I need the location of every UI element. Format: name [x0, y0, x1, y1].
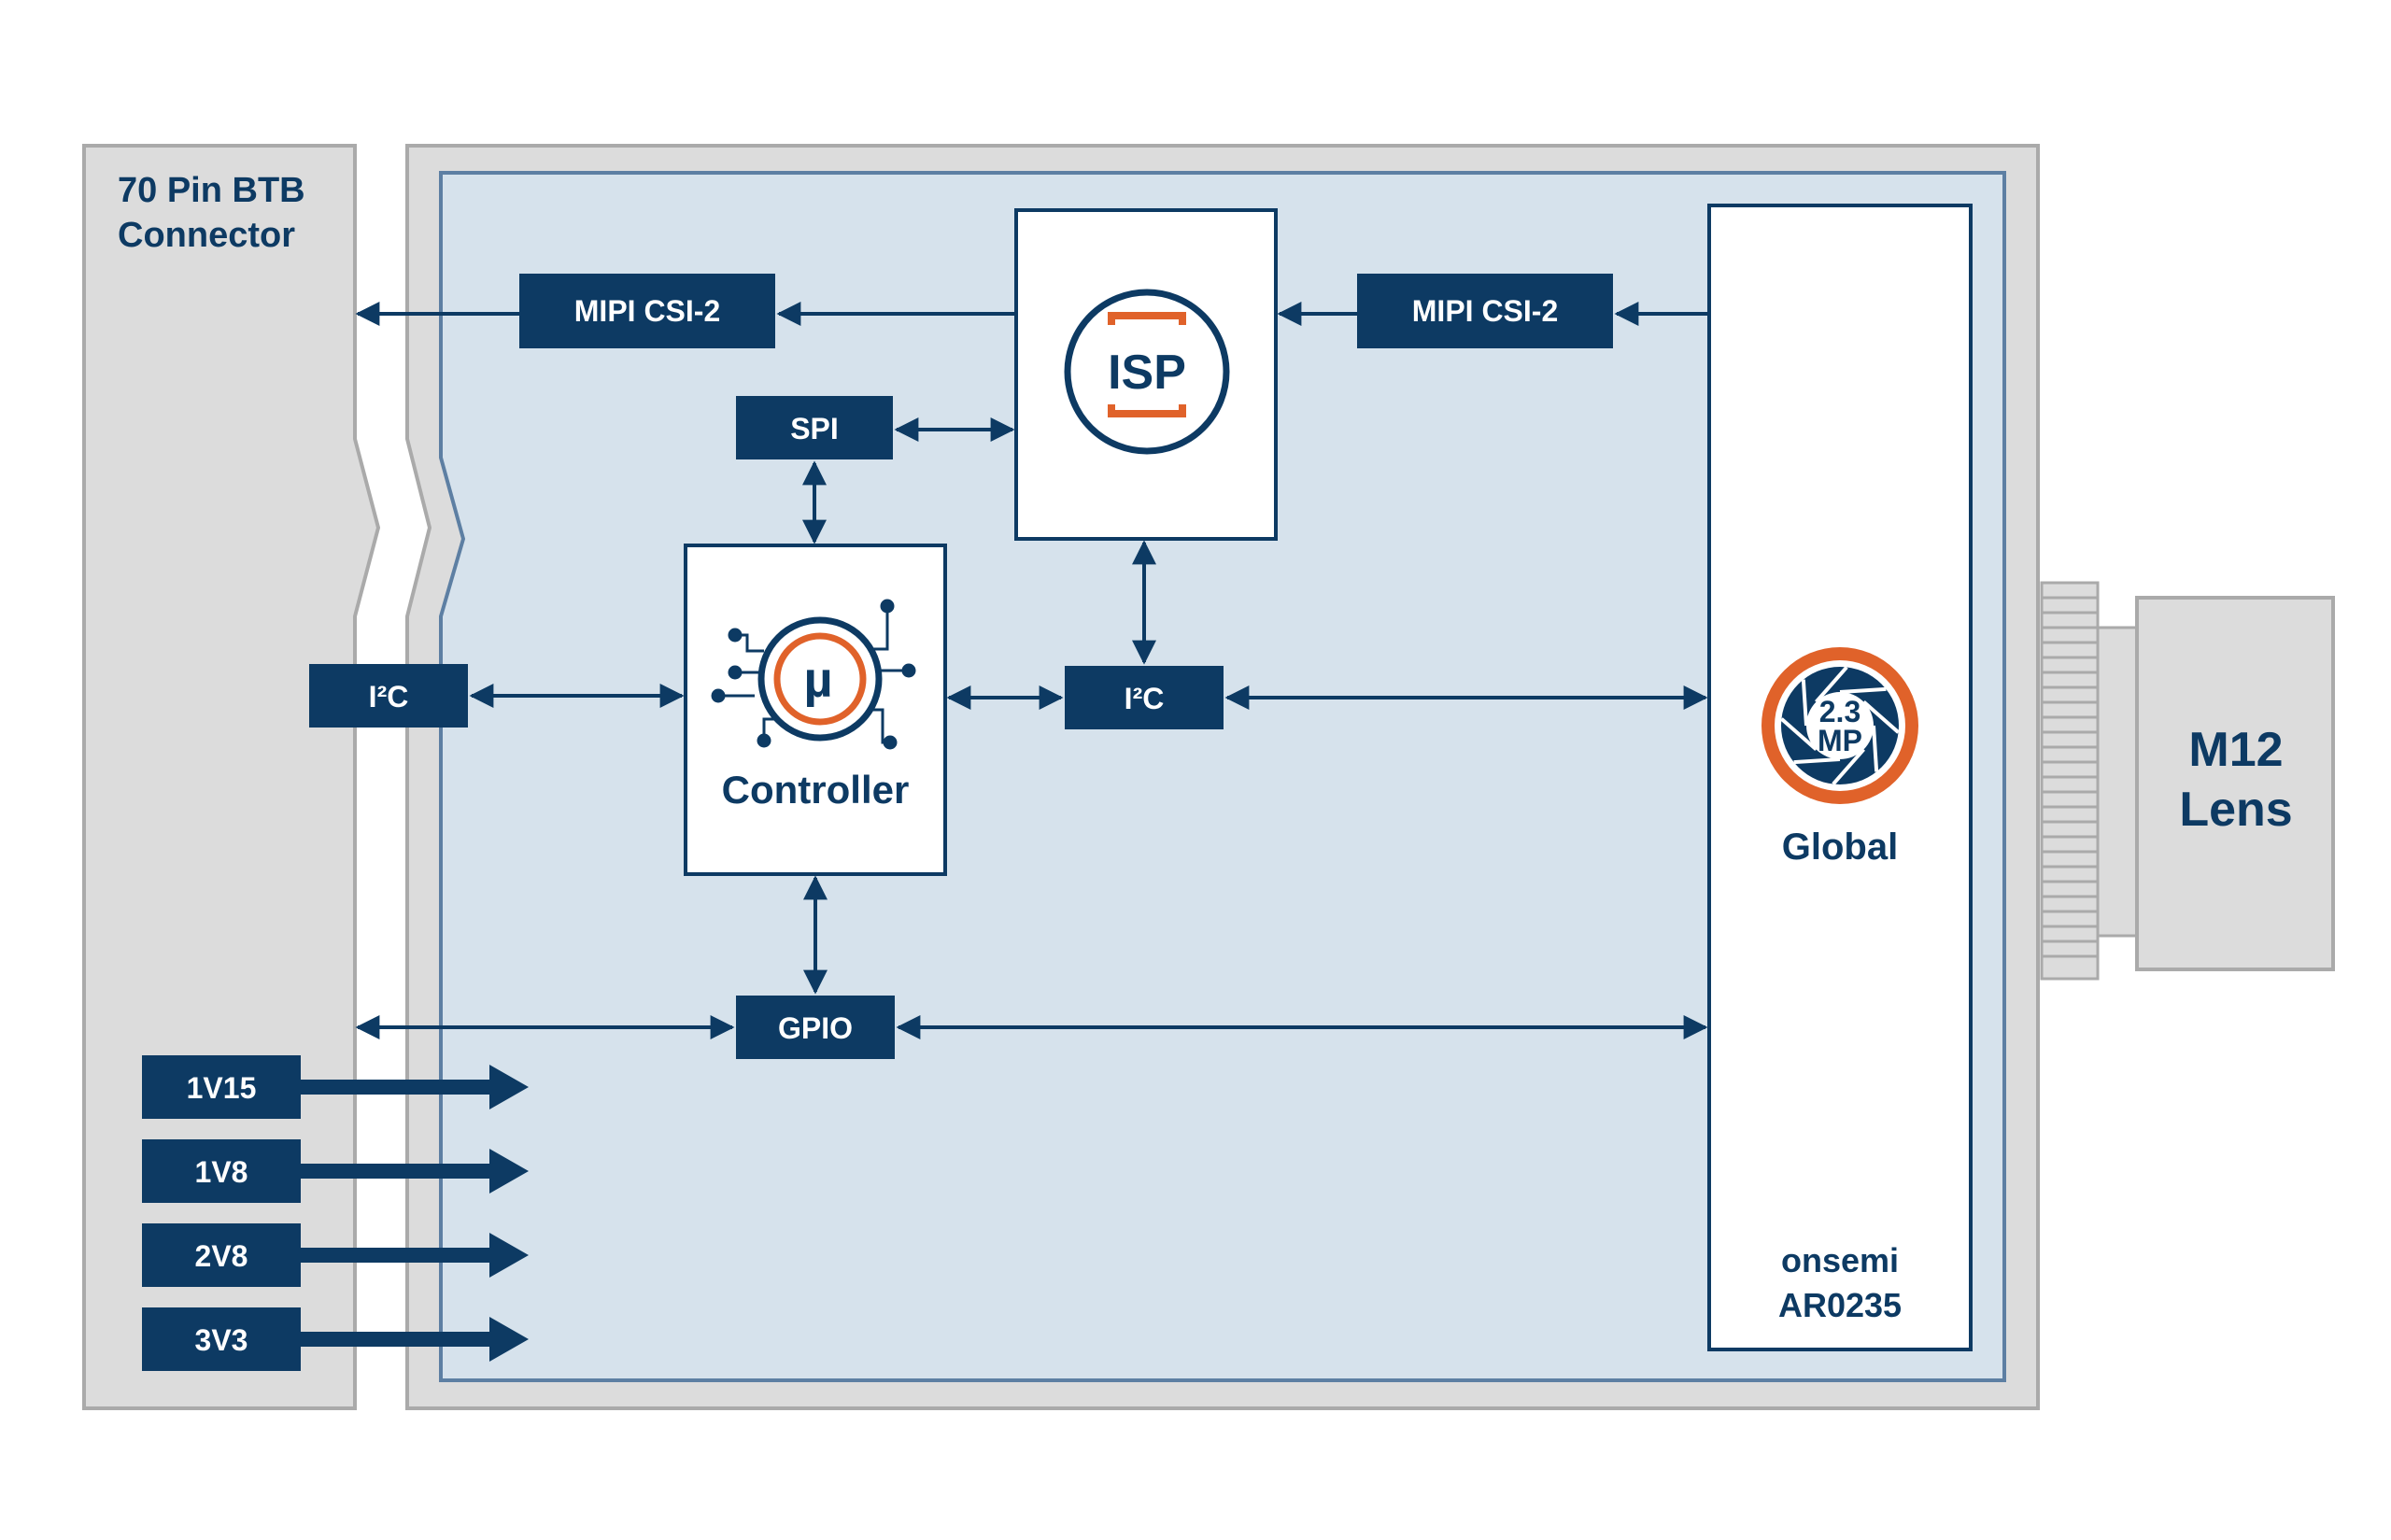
controller-icon-label: µ: [803, 652, 832, 708]
aperture-blade: [1793, 757, 1841, 765]
power-rail-label: 3V3: [195, 1323, 248, 1357]
sensor-shutter-label: Global: [1782, 827, 1898, 868]
isp-icon: ISP: [1064, 289, 1230, 455]
mipi-csi2-out-label: MIPI CSI-2: [574, 294, 720, 328]
i2c-right-label: I²C: [1125, 682, 1165, 715]
power-rail-3v3: 3V3: [142, 1307, 529, 1371]
aperture-blade: [1780, 717, 1818, 751]
mipi-csi2-in-box: [1357, 274, 1613, 348]
power-rails: 1V15 1V8 2V8 3V3: [142, 1055, 529, 1371]
aperture-blade: [1815, 666, 1848, 703]
power-rail-box: [142, 1055, 301, 1119]
power-rail-arrow-head: [489, 1233, 529, 1278]
power-rail-label: 2V8: [195, 1239, 248, 1273]
aperture-blade: [1801, 679, 1808, 727]
aperture-blade: [1832, 748, 1865, 785]
power-rail-arrow-shaft: [299, 1332, 490, 1347]
power-rail-arrow-head: [489, 1065, 529, 1109]
sensor-resolution-line2: MP: [1818, 724, 1862, 757]
power-rail-arrow-shaft: [299, 1248, 490, 1263]
mipi-csi2-in-label: MIPI CSI-2: [1412, 294, 1558, 328]
microcontroller-icon: µ: [711, 599, 916, 750]
connector-title-line2: Connector: [118, 216, 295, 255]
power-rail-arrow-head: [489, 1317, 529, 1362]
power-rail-1v8: 1V8: [142, 1139, 529, 1203]
power-rail-arrow-head: [489, 1149, 529, 1194]
lens-label-line1: M12: [2188, 723, 2283, 777]
power-rail-arrow-shaft: [299, 1080, 490, 1095]
i2c-right-box: [1065, 666, 1224, 729]
i2c-left-box: [309, 664, 468, 728]
lens-neck: [2096, 626, 2141, 938]
lens-body: [2135, 596, 2335, 971]
controller-label: Controller: [722, 768, 910, 812]
spi-box: [736, 396, 893, 459]
connector-title-line1: 70 Pin BTB: [118, 171, 305, 210]
aperture-icon: [1761, 647, 1918, 804]
sensor-part-label: AR0235: [1778, 1286, 1902, 1324]
mipi-csi2-out-box: [519, 274, 775, 348]
lens-thread: [2042, 596, 2098, 958]
aperture-blade: [1872, 725, 1879, 772]
power-rail-box: [142, 1223, 301, 1287]
power-rail-1v15: 1V15: [142, 1055, 529, 1119]
sensor-resolution-line1: 2.3: [1819, 695, 1860, 728]
gpio-box: [736, 996, 895, 1059]
isp-block: [1014, 208, 1278, 541]
power-rail-arrow-shaft: [299, 1164, 490, 1179]
aperture-blade: [1839, 686, 1887, 694]
power-rail-label: 1V8: [195, 1155, 248, 1189]
board-area: [439, 171, 2006, 1382]
power-rail-label: 1V15: [187, 1071, 257, 1105]
aperture-blade: [1862, 700, 1900, 734]
power-rail-box: [142, 1139, 301, 1203]
connector-panel: [82, 144, 381, 1410]
gpio-label: GPIO: [778, 1011, 853, 1045]
power-rail-2v8: 2V8: [142, 1223, 529, 1287]
i2c-left-label: I²C: [369, 680, 409, 713]
spi-label: SPI: [790, 412, 839, 445]
power-rail-box: [142, 1307, 301, 1371]
sensor-vendor-label: onsemi: [1781, 1241, 1899, 1279]
lens-label-line2: Lens: [2179, 783, 2292, 837]
isp-icon-label: ISP: [1108, 346, 1186, 400]
